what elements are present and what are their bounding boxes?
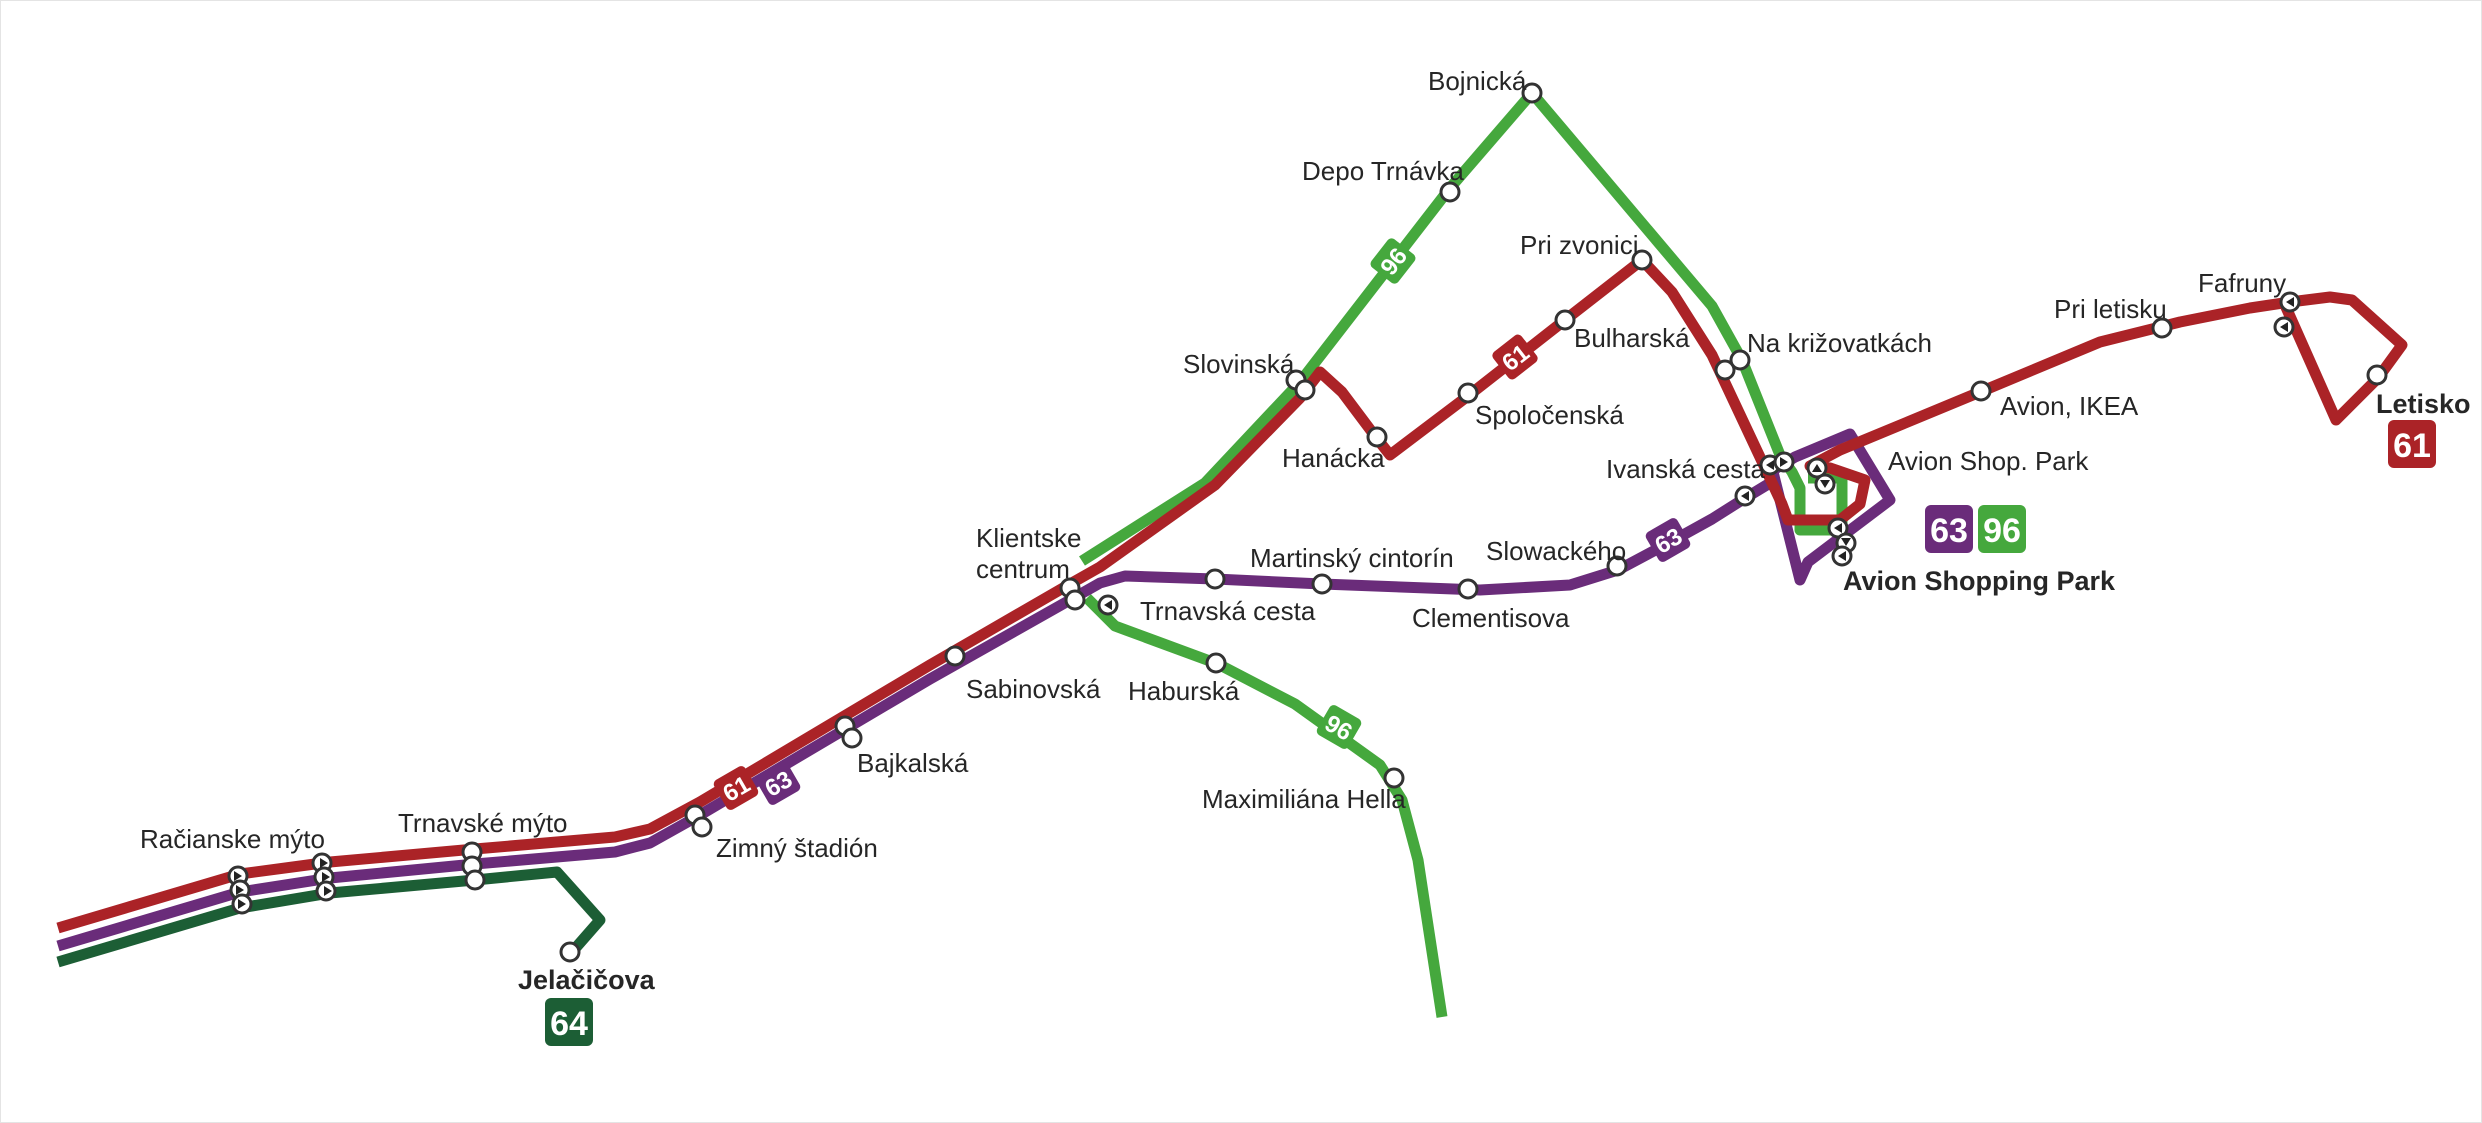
stop-maximiliana-hella[interactable] <box>1383 767 1405 789</box>
label-slovinska: Slovinská <box>1183 349 1295 379</box>
label-ivanska-cesta: Ivanská cesta <box>1606 454 1766 484</box>
stop-depo-trnavka[interactable] <box>1439 181 1461 203</box>
svg-text:96: 96 <box>1983 512 2021 550</box>
label-maximiliana-hella: Maximiliána Hella <box>1202 784 1406 814</box>
stop-zimny-stadion-b[interactable] <box>691 816 713 838</box>
label-bajkalska: Bajkalská <box>857 748 969 778</box>
svg-text:64: 64 <box>550 1005 588 1043</box>
label-bulharska: Bulharská <box>1574 323 1690 353</box>
stop-labels: Račianske mýto Trnavské mýto Zimný štadi… <box>140 66 2471 995</box>
stop-na-krizovatkach-a[interactable] <box>1714 359 1736 381</box>
stop-martinsky-cintorin[interactable] <box>1311 573 1333 595</box>
label-racianske-myto: Račianske mýto <box>140 824 325 854</box>
stop-klientske-centrum-b[interactable] <box>1064 589 1086 611</box>
stop-sabinovska[interactable] <box>944 645 966 667</box>
label-sabinovska: Sabinovská <box>966 674 1101 704</box>
terminal-badges: 63 96 61 64 <box>545 420 2436 1046</box>
svg-text:61: 61 <box>2393 427 2431 465</box>
label-avion-ikea: Avion, IKEA <box>2000 391 2139 421</box>
line-63-route <box>56 428 1896 952</box>
label-letisko: Letisko <box>2376 389 2471 419</box>
stop-bajkalska-b[interactable] <box>841 727 863 749</box>
stop-fafruny-directional[interactable] <box>2273 291 2301 338</box>
stop-clementisova[interactable] <box>1457 578 1479 600</box>
badge-61-letisko[interactable]: 61 <box>2388 420 2436 468</box>
stop-trnavske-myto-c[interactable] <box>464 869 486 891</box>
badge-61-main: 61 <box>713 766 759 810</box>
stop-ivanska-cesta-pair[interactable] <box>1759 451 1795 476</box>
route-badges: 96 61 63 96 61 63 <box>713 238 1691 810</box>
badge-63-avion[interactable]: 63 <box>1925 505 1973 553</box>
directional-stops <box>227 291 2301 915</box>
stop-racianske-myto[interactable] <box>227 865 253 915</box>
stop-spolocenska[interactable] <box>1457 382 1479 404</box>
stop-avion-shopping-park-directional[interactable] <box>1827 517 1857 567</box>
stop-ivanska-cesta-directional[interactable] <box>1734 485 1756 507</box>
label-hanacka: Hanácka <box>1282 443 1385 473</box>
label-fafruny: Fafruny <box>2198 268 2286 298</box>
stop-slovinska-b[interactable] <box>1294 379 1316 401</box>
label-avion-shop-park: Avion Shop. Park <box>1888 446 2089 476</box>
label-pri-letisku: Pri letisku <box>2054 294 2167 324</box>
stop-avion-ikea[interactable] <box>1970 380 1992 402</box>
badge-96-avion[interactable]: 96 <box>1978 505 2026 553</box>
stop-slowackeho[interactable] <box>1606 555 1628 577</box>
svg-text:63: 63 <box>1930 512 1968 550</box>
label-bojnicka: Bojnická <box>1428 66 1527 96</box>
stop-bulharska[interactable] <box>1554 309 1576 331</box>
stop-trnavska-cesta[interactable] <box>1204 568 1226 590</box>
route-lines <box>56 87 2408 1018</box>
stop-racianske-myto-2[interactable] <box>311 852 337 902</box>
stop-bojnicka[interactable] <box>1521 82 1543 104</box>
label-depo-trnavka: Depo Trnávka <box>1302 156 1464 186</box>
label-na-krizovatkach: Na križovatkách <box>1747 328 1932 358</box>
label-avion-shopping-park: Avion Shopping Park <box>1843 566 2116 596</box>
stop-jelacicova[interactable] <box>559 941 581 963</box>
badge-63-main: 63 <box>755 761 801 805</box>
badge-96-bojnicka: 96 <box>1370 238 1416 284</box>
line-61-route <box>56 254 2408 934</box>
label-klientske-centrum-2: centrum <box>976 554 1070 584</box>
label-slowackeho: Slowackého <box>1486 536 1626 566</box>
stop-haburska[interactable] <box>1205 652 1227 674</box>
stop-pri-zvonici[interactable] <box>1631 249 1653 271</box>
badge-64-jelacicova[interactable]: 64 <box>545 998 593 1046</box>
stop-avion-shop-park-directional[interactable] <box>1806 457 1836 495</box>
label-haburska: Haburská <box>1128 676 1240 706</box>
stop-na-krizovatkach-b[interactable] <box>1729 349 1751 371</box>
stop-letisko[interactable] <box>2366 364 2388 386</box>
stop-hanacka[interactable] <box>1366 426 1388 448</box>
stops <box>461 82 2388 963</box>
label-pri-zvonici: Pri zvonici <box>1520 230 1638 260</box>
stop-trnavska-cesta-directional[interactable] <box>1097 594 1119 616</box>
label-clementisova: Clementisova <box>1412 603 1570 633</box>
label-zimny-stadion: Zimný štadión <box>716 833 878 863</box>
label-spolocenska: Spoločenská <box>1475 400 1624 430</box>
label-jelacicova: Jelačičova <box>518 965 656 995</box>
stop-pri-letisku[interactable] <box>2151 317 2173 339</box>
label-trnavska-cesta: Trnavská cesta <box>1140 596 1316 626</box>
label-trnavske-myto: Trnavské mýto <box>398 808 568 838</box>
label-martinsky-cintorin: Martinský cintorín <box>1250 543 1454 573</box>
label-klientske-centrum-1: Klientske <box>976 523 1082 553</box>
